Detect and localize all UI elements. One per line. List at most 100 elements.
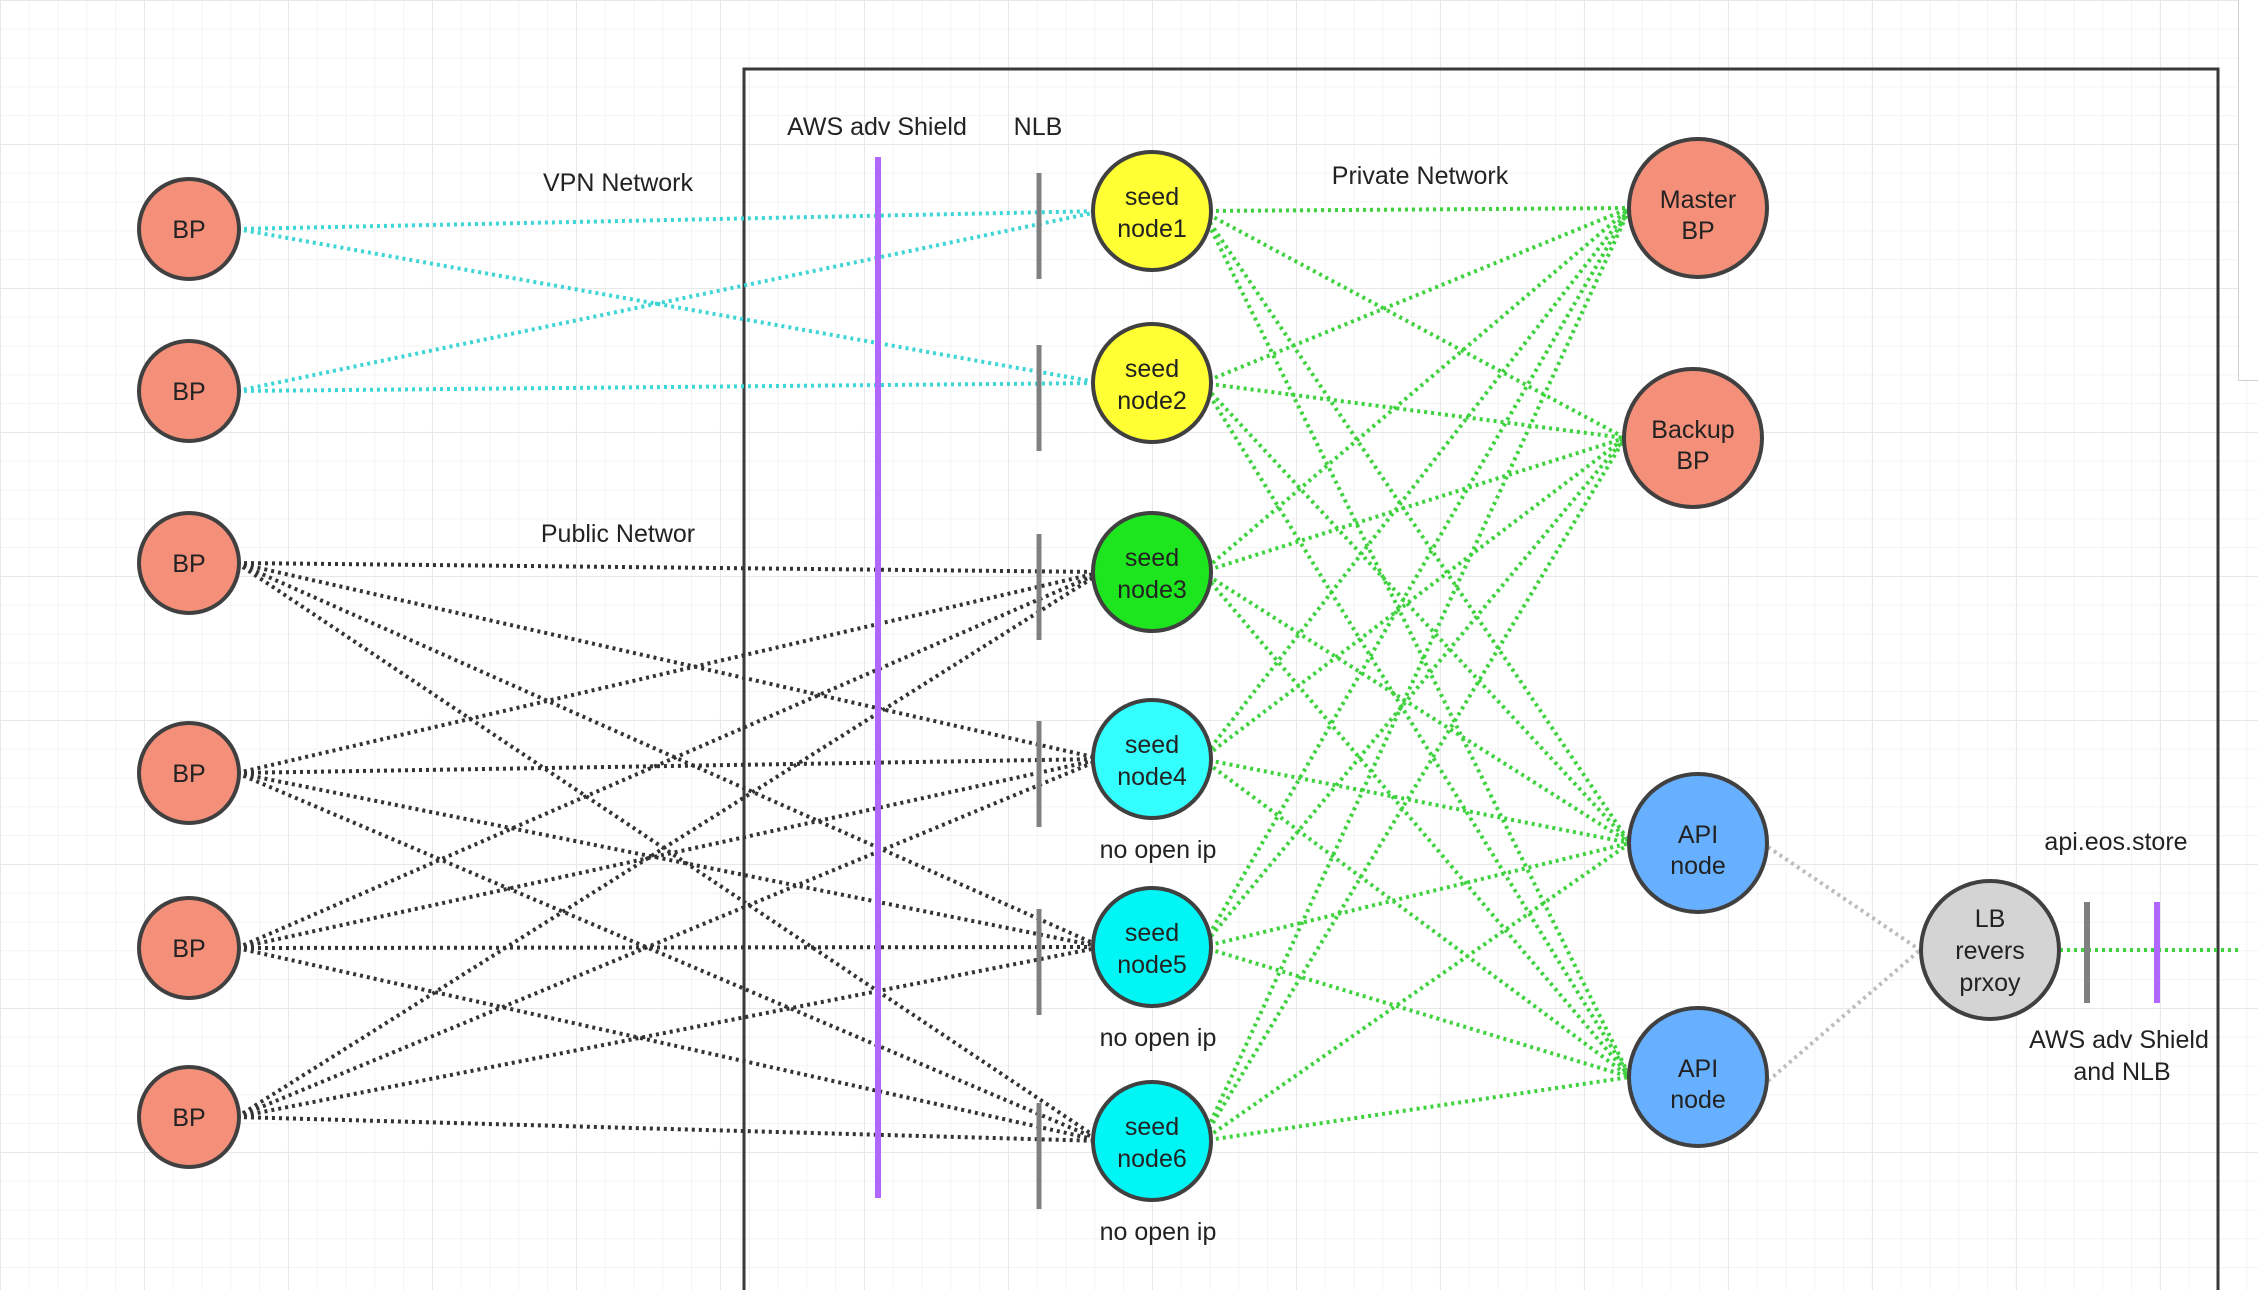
private-link — [1200, 207, 1632, 1142]
private-link — [1200, 209, 1632, 845]
seed-node-note: no open ip — [1100, 1218, 1217, 1246]
public-link — [236, 1115, 1103, 1143]
private-link — [1200, 841, 1632, 1143]
external-bp-node[interactable] — [137, 177, 241, 281]
producer-node[interactable] — [1622, 367, 1764, 509]
private-link — [1200, 570, 1632, 1079]
seed-node-note: no open ip — [1100, 836, 1217, 864]
private-link — [1201, 841, 1631, 949]
public-link — [236, 946, 1103, 1143]
lb-link — [1766, 948, 1922, 1083]
seed-node-label-line2: node3 — [1117, 576, 1187, 604]
private-link — [1200, 436, 1627, 1143]
api-node[interactable] — [1627, 1006, 1769, 1148]
seed-node-label-line2: node5 — [1117, 951, 1187, 979]
seed-node-label-line2: node4 — [1117, 763, 1187, 791]
external-bp-node[interactable] — [137, 896, 241, 1000]
nodes-layer: BP BP BP BP BP BP seed node1 seed node2 seed node3 s… — [137, 137, 2061, 1246]
private-link — [1201, 1075, 1631, 1143]
seed-node-label-line2: node2 — [1117, 387, 1187, 415]
public-link — [236, 945, 1103, 950]
api-node-label-line1: API — [1678, 821, 1718, 849]
aws-shield-nlb-label-line1: AWS adv Shield — [2029, 1026, 2209, 1054]
vpn-link — [236, 381, 1103, 393]
private-link — [1201, 757, 1631, 845]
public-link — [236, 757, 1103, 1119]
private-link — [1201, 381, 1626, 440]
nlb-label: NLB — [1014, 113, 1063, 141]
seed-node-label-line1: seed — [1125, 1113, 1179, 1141]
lb-label-line3: prxoy — [1959, 969, 2021, 997]
lb-label-line2: revers — [1955, 937, 2024, 965]
external-bp-node[interactable] — [137, 339, 241, 443]
external-bp-label: BP — [172, 378, 205, 406]
private-link — [1201, 209, 1626, 440]
private-link — [1201, 206, 1631, 385]
private-link — [1201, 206, 1631, 213]
api-node-label-line2: node — [1670, 852, 1726, 880]
lb-link — [1766, 845, 1922, 952]
private-link — [1200, 757, 1632, 1079]
right-side-panel — [2238, 0, 2258, 381]
seed-node-label-line1: seed — [1125, 919, 1179, 947]
api-domain-label: api.eos.store — [2044, 828, 2187, 856]
private-link — [1200, 206, 1632, 949]
seed-node-label-line2: node1 — [1117, 215, 1187, 243]
public-network-label: Public Networ — [541, 520, 695, 548]
external-bp-label: BP — [172, 760, 205, 788]
private-link — [1200, 381, 1632, 1079]
private-link — [1200, 436, 1627, 761]
seed-node-note: no open ip — [1100, 1024, 1217, 1052]
seed-node[interactable] — [1091, 150, 1213, 272]
external-bp-label: BP — [172, 216, 205, 244]
private-link — [1201, 945, 1631, 1079]
private-link — [1201, 436, 1626, 574]
private-network-label: Private Network — [1332, 162, 1509, 190]
api-node-label-line1: API — [1678, 1055, 1718, 1083]
aws-shield-label: AWS adv Shield — [787, 113, 967, 141]
producer-label-line1: Master — [1660, 186, 1736, 214]
producer-label-line2: BP — [1681, 217, 1714, 245]
private-link — [1200, 210, 1632, 1078]
public-link — [235, 570, 1104, 1119]
seed-node[interactable] — [1091, 886, 1213, 1008]
seed-node-label-line1: seed — [1125, 544, 1179, 572]
producer-label-line1: Backup — [1651, 416, 1734, 444]
seed-node-label-line2: node6 — [1117, 1145, 1187, 1173]
external-bp-label: BP — [172, 935, 205, 963]
private-link — [1200, 381, 1632, 845]
public-link — [236, 561, 1103, 761]
links-layer — [235, 206, 2238, 1143]
public-link — [236, 945, 1103, 1119]
producer-node[interactable] — [1627, 137, 1769, 279]
aws-shield-nlb-label-line2: and NLB — [2073, 1058, 2170, 1086]
public-link — [236, 771, 1103, 949]
public-link — [236, 757, 1103, 950]
producer-label-line2: BP — [1676, 447, 1709, 475]
public-link — [236, 561, 1103, 949]
external-bp-node[interactable] — [137, 721, 241, 825]
public-link — [236, 561, 1103, 574]
external-bp-label: BP — [172, 550, 205, 578]
lb-reverse-proxy-node[interactable] — [1919, 879, 2061, 1021]
private-link — [1200, 436, 1627, 949]
external-bp-label: BP — [172, 1104, 205, 1132]
lb-label-line1: LB — [1975, 905, 2006, 933]
public-link — [236, 570, 1103, 775]
seed-node[interactable] — [1091, 511, 1213, 633]
public-link — [236, 570, 1103, 950]
seed-node[interactable] — [1091, 322, 1213, 444]
api-node[interactable] — [1627, 772, 1769, 914]
vpn-link — [236, 209, 1103, 231]
seed-node[interactable] — [1091, 698, 1213, 820]
seed-node-label-line1: seed — [1125, 355, 1179, 383]
private-link — [1200, 206, 1632, 761]
external-bp-node[interactable] — [137, 1065, 241, 1169]
aws-region-container — [742, 67, 2220, 1290]
private-link — [1200, 570, 1632, 845]
api-node-label-line2: node — [1670, 1086, 1726, 1114]
seed-node[interactable] — [1091, 1080, 1213, 1202]
external-bp-node[interactable] — [137, 511, 241, 615]
public-link — [236, 771, 1103, 1143]
